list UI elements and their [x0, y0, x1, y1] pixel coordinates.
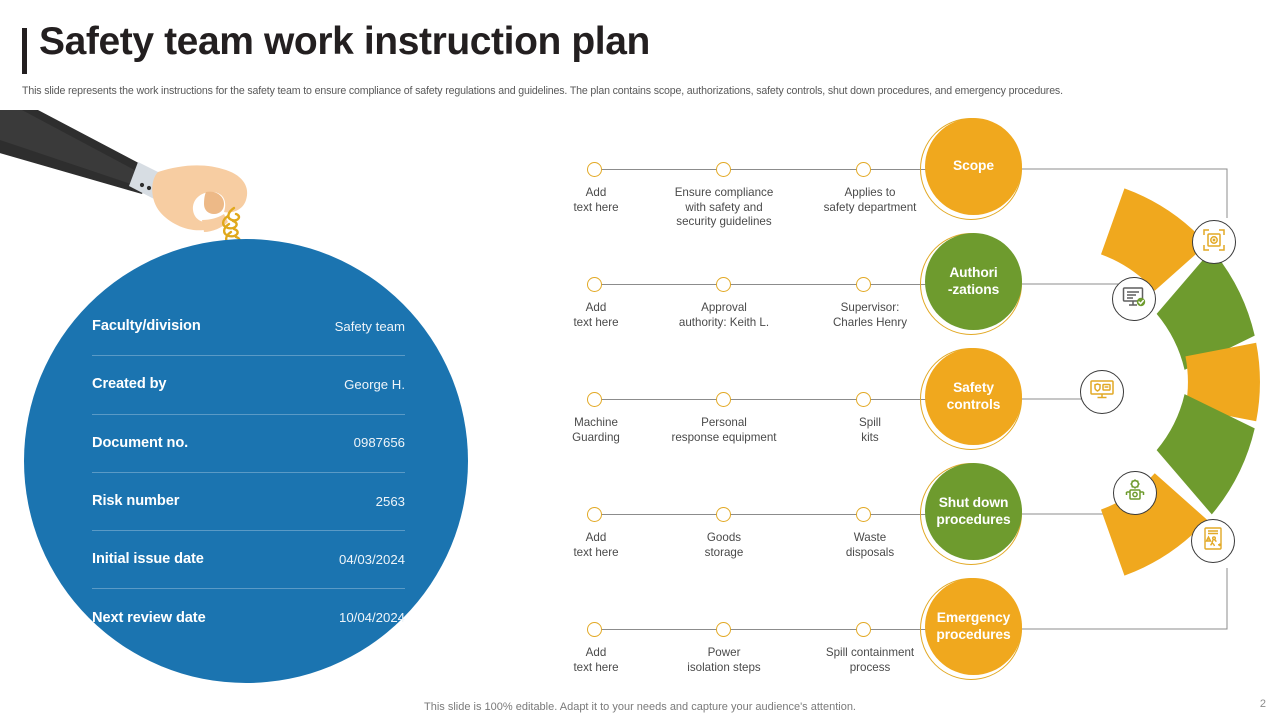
- timeline-node[interactable]: [856, 277, 871, 292]
- segment-badge-1[interactable]: [1192, 220, 1236, 264]
- segment-badge-2[interactable]: [1112, 277, 1156, 321]
- timeline-caption: Ensure compliance with safety and securi…: [674, 186, 774, 228]
- stage-label: Shut down procedures: [925, 463, 1022, 560]
- timeline-node[interactable]: [587, 622, 602, 637]
- target-focus-icon: [1201, 227, 1227, 258]
- table-row: Created by George H.: [92, 355, 405, 413]
- timeline-node[interactable]: [856, 162, 871, 177]
- timeline-track: [594, 399, 958, 400]
- row-label: Next review date: [92, 609, 206, 626]
- timeline-caption: Machine Guarding: [572, 416, 620, 444]
- gear-worker-icon: [1122, 478, 1148, 509]
- emergency-exit-document-icon: [1200, 526, 1226, 557]
- timeline-row-emergency-procedures: Add text here Power isolation steps Spil…: [573, 614, 994, 710]
- stage-circle-scope[interactable]: Scope: [920, 118, 1022, 220]
- row-label: Risk number: [92, 493, 180, 510]
- timeline-caption: Waste disposals: [845, 531, 895, 559]
- timeline-caption: Approval authority: Keith L.: [678, 301, 770, 329]
- timeline-caption: Spill containment process: [825, 646, 915, 674]
- table-row: Next review date 10/04/2024: [92, 588, 405, 646]
- row-label: Initial issue date: [92, 551, 204, 568]
- timeline-row-authorizations: Add text here Approval authority: Keith …: [573, 269, 994, 365]
- info-circle-backdrop: [24, 239, 468, 683]
- row-value: 04/03/2024: [338, 551, 405, 567]
- page-title: Safety team work instruction plan: [39, 20, 650, 63]
- table-row: Initial issue date 04/03/2024: [92, 530, 405, 588]
- timeline-caption: Add text here: [573, 186, 619, 214]
- timeline-row-scope: Add text here Ensure compliance with saf…: [573, 154, 994, 250]
- header: Safety team work instruction plan: [22, 20, 1262, 76]
- timeline-caption: Add text here: [573, 646, 619, 674]
- hand-holding-spring-illustration: [0, 108, 272, 288]
- row-value: George H.: [344, 376, 405, 392]
- timeline-caption: Power isolation steps: [687, 646, 761, 674]
- monitor-shield-icon: [1089, 377, 1115, 408]
- timeline-caption: Applies to safety department: [823, 186, 917, 214]
- timeline-track: [594, 514, 958, 515]
- timeline-node[interactable]: [856, 392, 871, 407]
- timeline-node[interactable]: [716, 277, 731, 292]
- segment-badge-5[interactable]: [1191, 519, 1235, 563]
- title-accent-bar: [22, 28, 27, 74]
- timeline-caption: Add text here: [573, 531, 619, 559]
- footer-note: This slide is 100% editable. Adapt it to…: [424, 701, 856, 713]
- timeline-caption: Supervisor: Charles Henry: [832, 301, 908, 329]
- timeline-node[interactable]: [856, 507, 871, 522]
- monitor-check-icon: [1121, 284, 1147, 315]
- row-label: Document no.: [92, 434, 189, 451]
- table-row: Risk number 2563: [92, 471, 405, 530]
- timeline-caption: Goods storage: [704, 531, 744, 559]
- timeline-node[interactable]: [856, 622, 871, 637]
- stage-circle-shut-down-procedures[interactable]: Shut down procedures: [920, 463, 1022, 565]
- timeline-node[interactable]: [716, 507, 731, 522]
- stage-circle-authorizations[interactable]: Authori -zations: [920, 233, 1022, 335]
- stage-circle-safety-controls[interactable]: Safety controls: [920, 348, 1022, 450]
- stage-label: Scope: [925, 118, 1022, 215]
- timeline-node[interactable]: [716, 162, 731, 177]
- info-table: Faculty/division Safety team Created by …: [92, 297, 405, 647]
- timeline-row-safety-controls: Machine Guarding Personal response equip…: [572, 384, 994, 480]
- row-value: 10/04/2024: [338, 610, 405, 626]
- table-row: Faculty/division Safety team: [92, 297, 405, 355]
- stage-label: Emergency procedures: [925, 578, 1022, 675]
- row-label: Faculty/division: [92, 318, 201, 335]
- page-number: 2: [1259, 698, 1266, 710]
- timeline-track: [594, 284, 958, 285]
- row-value: Safety team: [334, 318, 405, 334]
- timeline-track: [594, 169, 958, 170]
- timeline-node[interactable]: [587, 162, 602, 177]
- timeline-caption: Personal response equipment: [671, 416, 777, 444]
- timeline-node[interactable]: [587, 392, 602, 407]
- segment-badge-3[interactable]: [1080, 370, 1124, 414]
- row-label: Created by: [92, 376, 167, 393]
- page-subtitle: This slide represents the work instructi…: [22, 85, 1063, 97]
- timeline-caption: Spill kits: [859, 416, 881, 444]
- timeline-node[interactable]: [587, 277, 602, 292]
- table-row: Document no. 0987656: [92, 413, 405, 472]
- segment-badge-4[interactable]: [1113, 471, 1157, 515]
- stage-circle-emergency-procedures[interactable]: Emergency procedures: [920, 578, 1022, 680]
- row-value: 2563: [375, 493, 405, 509]
- stage-label: Authori -zations: [925, 233, 1022, 330]
- timeline-row-shut-down-procedures: Add text here Goods storage Waste dispos…: [573, 499, 994, 595]
- timeline-track: [594, 629, 958, 630]
- donut-arc-chart: [1014, 176, 1280, 588]
- timeline-caption: Add text here: [573, 301, 619, 329]
- timeline-node[interactable]: [716, 622, 731, 637]
- row-value: 0987656: [353, 435, 405, 451]
- timeline-node[interactable]: [587, 507, 602, 522]
- timeline-node[interactable]: [716, 392, 731, 407]
- stage-label: Safety controls: [925, 348, 1022, 445]
